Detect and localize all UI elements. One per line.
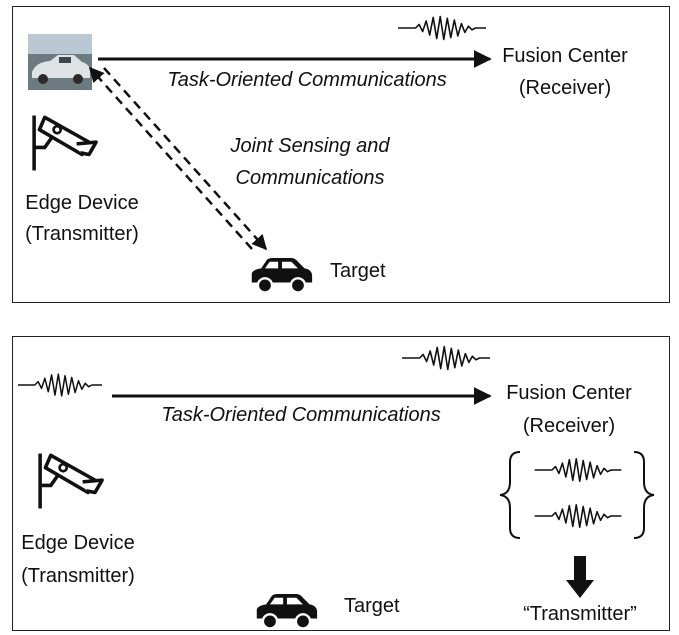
receiver-label: (Receiver) <box>522 415 616 437</box>
transmitter-role-label: “Transmitter” <box>523 603 637 625</box>
jsc-label-line1: Joint Sensing and <box>230 135 390 157</box>
car-icon <box>255 592 319 630</box>
waveform-icon <box>533 503 623 529</box>
edge-device-label: Edge Device <box>25 192 139 214</box>
top-panel <box>12 6 670 303</box>
fusion-center-label: Fusion Center <box>502 45 628 67</box>
cctv-camera-icon <box>32 113 98 173</box>
transmitter-label: (Transmitter) <box>21 565 135 587</box>
bottom-panel <box>12 336 670 631</box>
jsc-arrow-back <box>88 66 253 250</box>
link-label: Task-Oriented Communications <box>167 69 447 91</box>
camera-photo-icon <box>28 34 92 90</box>
waveform-icon <box>398 15 486 41</box>
waveform-icon <box>533 457 623 483</box>
right-brace-icon <box>633 451 655 539</box>
cctv-camera-icon <box>38 451 104 511</box>
car-icon <box>250 256 314 294</box>
link-label: Task-Oriented Communications <box>161 404 441 426</box>
left-brace-icon <box>499 451 521 539</box>
target-label: Target <box>330 260 386 282</box>
down-arrow-icon <box>566 556 594 598</box>
waveform-icon <box>18 373 102 397</box>
receiver-label: (Receiver) <box>518 77 612 99</box>
edge-device-label: Edge Device <box>21 532 135 554</box>
jsc-arrow-out <box>103 67 268 251</box>
jsc-label-line2: Communications <box>235 167 385 189</box>
fusion-center-label: Fusion Center <box>506 382 632 404</box>
target-label: Target <box>344 595 400 617</box>
transmitter-label: (Transmitter) <box>25 223 139 245</box>
waveform-icon <box>402 345 490 371</box>
